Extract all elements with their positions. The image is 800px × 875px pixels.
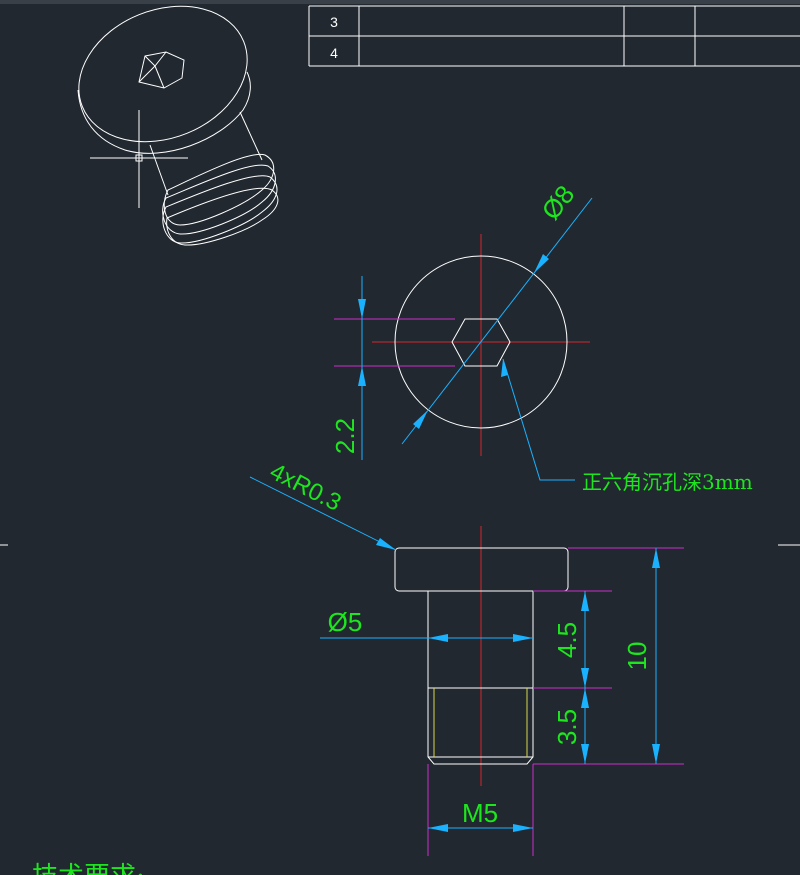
table-row-3-index: 3 [330,14,338,30]
thread-size-label: M5 [462,798,498,828]
fillet-label: 4xR0.3 [265,458,345,517]
parts-table [308,5,800,67]
head-diameter-label: Ø8 [535,180,580,226]
shank-length-label: 4.5 [552,622,582,658]
ucs-crosshair [90,110,188,208]
front-view [249,476,684,856]
hex-size-label: 2.2 [330,418,360,454]
top-view [334,197,593,481]
hex-socket-note: 正六角沉孔深3mm [582,470,753,494]
top-strip [0,0,800,4]
total-length-label: 10 [622,642,652,671]
shank-diameter-label: Ø5 [328,607,363,637]
table-row-4-index: 4 [330,45,338,61]
tech-requirements-heading: 技术要求: [32,862,145,875]
thread-length-label: 3.5 [552,709,582,745]
isometric-screw-view [77,5,279,246]
